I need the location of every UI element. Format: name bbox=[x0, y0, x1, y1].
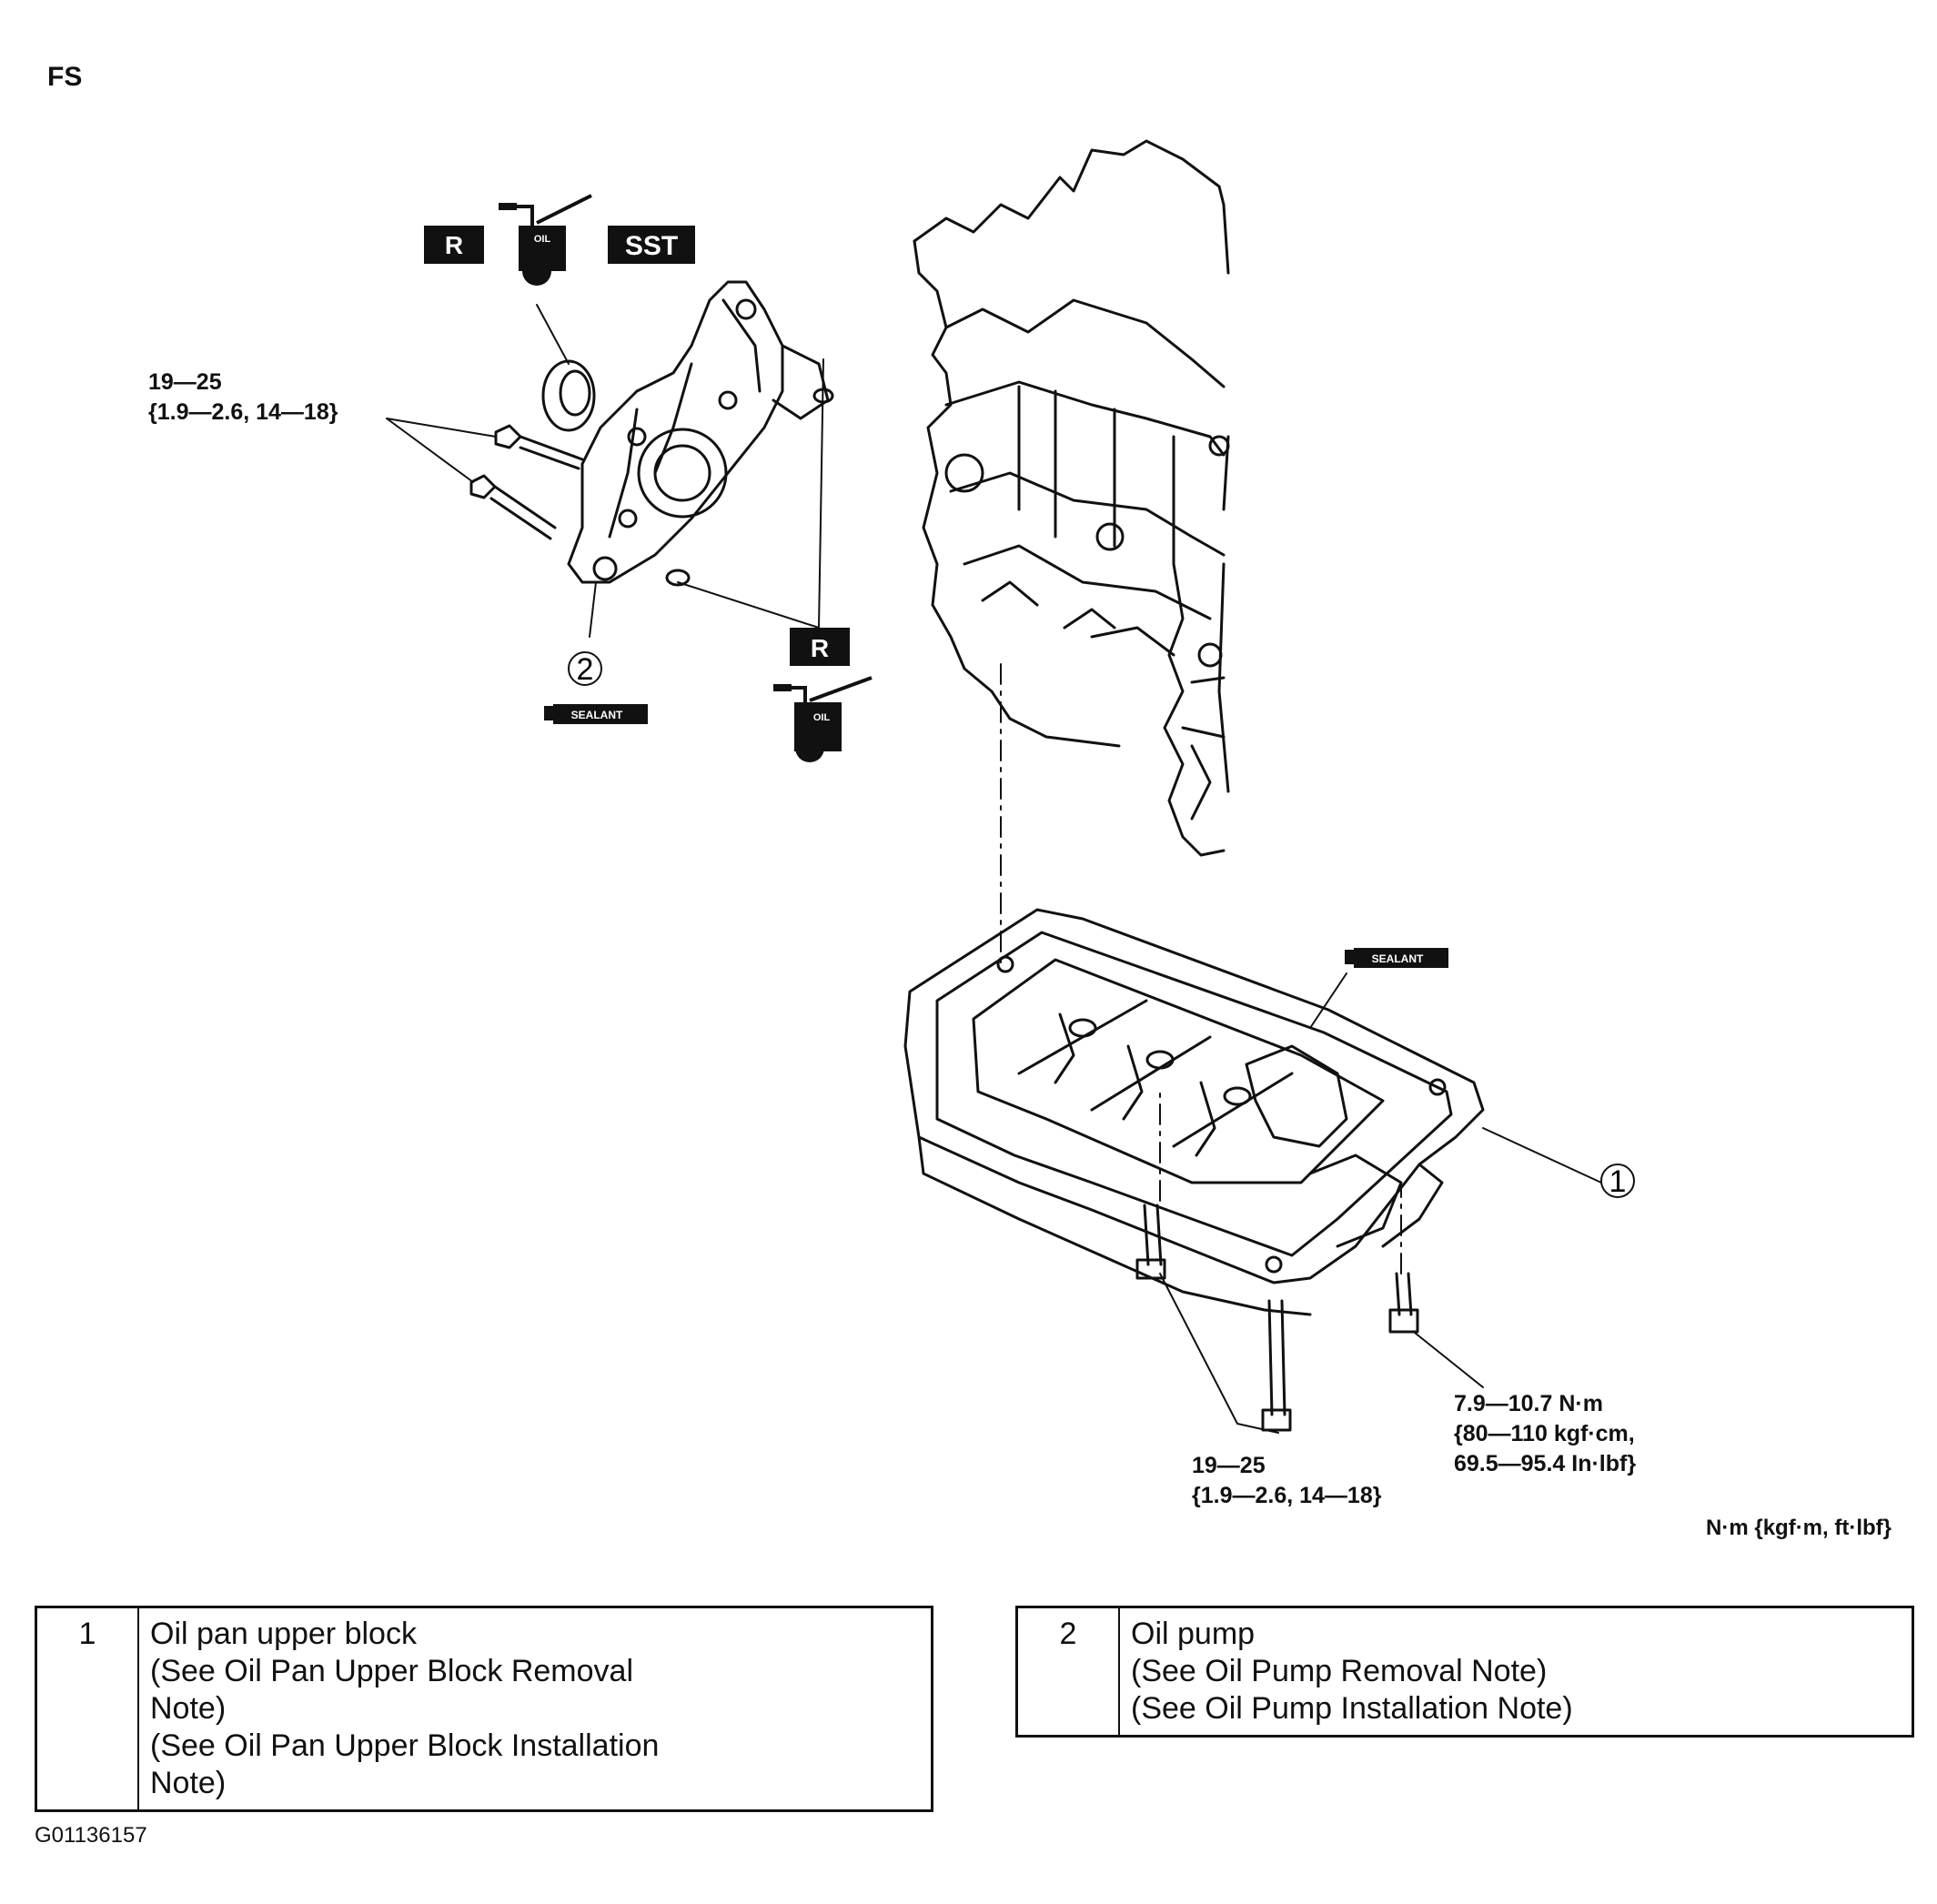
svg-text:SST: SST bbox=[625, 231, 678, 261]
replace-badge-top: R bbox=[424, 226, 484, 264]
figure-id-label: G01136157 bbox=[35, 1823, 147, 1848]
engine-code-label: FS bbox=[47, 62, 83, 92]
svg-text:SEALANT: SEALANT bbox=[1372, 952, 1424, 965]
legend-line: Oil pump bbox=[1131, 1617, 1256, 1651]
legend-table-2: 2 Oil pump (See Oil Pump Removal Note) (… bbox=[1015, 1606, 1914, 1738]
callout-1: 1 bbox=[1600, 1164, 1635, 1199]
legend-line: (See Oil Pan Upper Block Installation bbox=[150, 1728, 660, 1763]
torque-spec-pan-long-bolts: 19—25 {1.9—2.6, 14—18} bbox=[1192, 1453, 1382, 1508]
legend-row: 1 Oil pan upper block (See Oil Pan Upper… bbox=[35, 1606, 933, 1812]
legend-row: 2 Oil pump (See Oil Pump Removal Note) (… bbox=[1015, 1606, 1914, 1738]
legend-table-1: 1 Oil pan upper block (See Oil Pan Upper… bbox=[35, 1606, 933, 1812]
legend-line: Note) bbox=[150, 1766, 227, 1800]
replace-badge-lower: R bbox=[790, 628, 850, 666]
callout-2: 2 bbox=[568, 651, 602, 687]
legend-description: Oil pump (See Oil Pump Removal Note) (Se… bbox=[1118, 1606, 1914, 1738]
legend-description: Oil pan upper block (See Oil Pan Upper B… bbox=[137, 1606, 933, 1812]
sst-badge: SST bbox=[608, 226, 695, 264]
svg-text:R: R bbox=[811, 634, 829, 662]
legend-number: 2 bbox=[1015, 1606, 1120, 1738]
legend-line: (See Oil Pan Upper Block Removal bbox=[150, 1654, 634, 1688]
oil-can-icon-lower: OIL bbox=[773, 676, 873, 762]
legend-line: (See Oil Pump Removal Note) bbox=[1131, 1654, 1548, 1688]
oil-pump-drawing bbox=[541, 280, 834, 587]
engine-block-drawing bbox=[913, 139, 1230, 857]
oil-can-icon: OIL bbox=[499, 194, 592, 286]
bolts-drawing bbox=[469, 424, 1419, 1432]
legend-line: Note) bbox=[150, 1691, 227, 1726]
sealant-tube-icon-pan: SEALANT bbox=[1345, 948, 1448, 968]
svg-text:1: 1 bbox=[1609, 1164, 1627, 1199]
svg-text:SEALANT: SEALANT bbox=[571, 709, 623, 721]
sealant-tube-icon-pump: SEALANT bbox=[544, 704, 648, 724]
legend-line: (See Oil Pump Installation Note) bbox=[1131, 1691, 1573, 1726]
svg-text:OIL: OIL bbox=[813, 712, 831, 723]
torque-spec-pan-small-bolt: 7.9—10.7 N·m {80—110 kgf·cm, 69.5—95.4 I… bbox=[1454, 1391, 1637, 1476]
svg-text:R: R bbox=[445, 231, 463, 259]
legend-line: Oil pan upper block bbox=[150, 1617, 417, 1651]
svg-text:2: 2 bbox=[577, 652, 594, 687]
oil-pan-upper-block-drawing bbox=[903, 908, 1485, 1316]
svg-text:OIL: OIL bbox=[534, 234, 551, 245]
torque-units-note: N·m {kgf·m, ft·lbf} bbox=[1706, 1516, 1892, 1540]
exploded-view-diagram: R OIL SST R OIL SEALANT SEALANT 2 bbox=[386, 139, 1635, 1434]
legend-number: 1 bbox=[35, 1606, 139, 1812]
torque-spec-pump-bolts: 19—25 {1.9—2.6, 14—18} bbox=[148, 369, 338, 425]
